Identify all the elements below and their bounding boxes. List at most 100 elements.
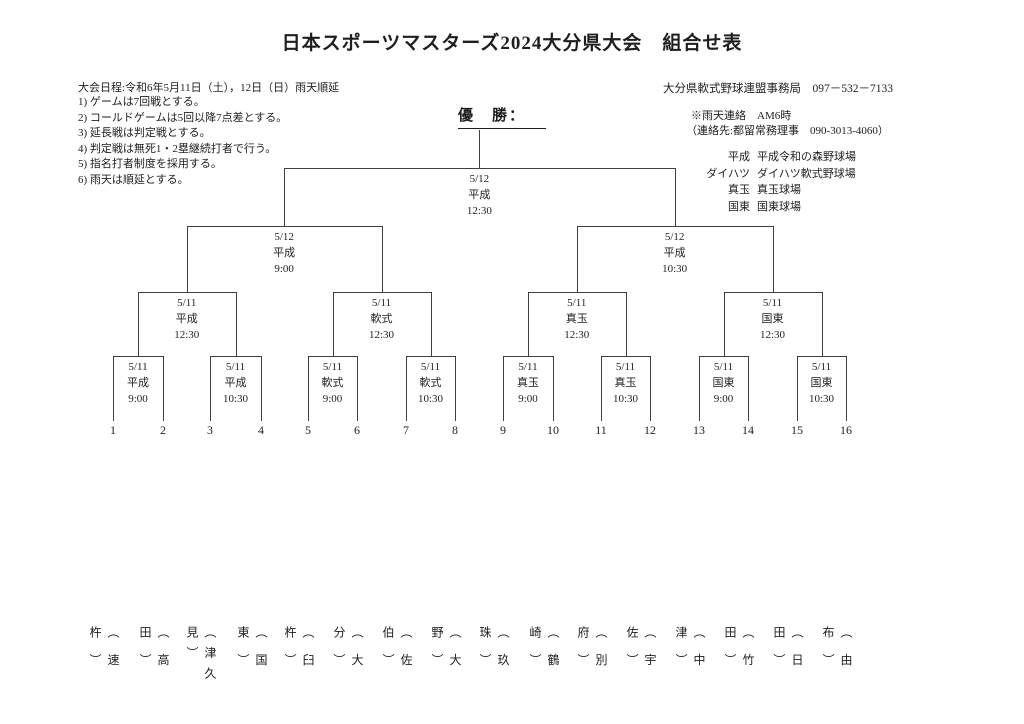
team-name-10: （鶴崎） — [528, 626, 560, 681]
round1-match-1-date: 5/11 — [128, 361, 148, 373]
team-name-7: （佐伯） — [381, 626, 413, 681]
quarterfinal-match-2-date: 5/11 — [371, 297, 392, 309]
quarterfinal-hline — [528, 292, 626, 293]
rain-contact-phone: （連絡先:都留常務理事 090-3013-4060） — [686, 125, 889, 137]
team-leg — [601, 356, 602, 421]
team-name-15: （日田） — [772, 626, 804, 681]
round1-match-5-date: 5/11 — [518, 361, 538, 373]
venue-code: 平成 — [728, 151, 750, 163]
semifinal-leg — [576, 226, 578, 292]
venue-name: ダイハツ軟式野球場 — [757, 167, 856, 180]
seed-number-12: 12 — [644, 423, 656, 437]
quarterfinal-hline — [138, 292, 236, 293]
round1-match-4-date: 5/11 — [420, 361, 441, 373]
quarterfinal-match-4-date: 5/11 — [762, 297, 783, 309]
team-leg — [308, 356, 309, 421]
venue-name: 平成令和の森野球場 — [757, 151, 856, 163]
quarterfinal-match-3-venue: 真玉 — [565, 313, 588, 325]
team-leg — [553, 356, 554, 421]
quarterfinal-hline — [723, 292, 822, 293]
team-leg — [455, 356, 456, 421]
round1-hline — [503, 356, 553, 357]
quarterfinal-match-2-time: 12:30 — [368, 329, 395, 341]
seed-number-1: 1 — [110, 423, 116, 437]
venue-row: ダイハツダイハツ軟式野球場 — [698, 166, 856, 183]
semifinal-match-1-time: 9:00 — [274, 263, 294, 275]
team-leg — [406, 356, 407, 421]
venue-code: 真玉 — [728, 184, 750, 196]
venue-code: 国東 — [728, 200, 750, 213]
seed-number-2: 2 — [160, 423, 166, 437]
semifinal-match-2-date: 5/12 — [664, 231, 685, 243]
team-name-5: （臼杵） — [283, 626, 315, 681]
team-name-8: （大野） — [430, 626, 462, 681]
final-leg — [674, 168, 676, 226]
seed-number-6: 6 — [354, 423, 360, 437]
semifinal-match-2-venue: 平成 — [663, 247, 686, 259]
seed-number-15: 15 — [791, 423, 803, 437]
semifinal-hline — [186, 226, 382, 227]
final-match-venue: 平成 — [468, 189, 491, 201]
round1-hline — [113, 356, 163, 357]
venue-name: 真玉球場 — [757, 184, 801, 196]
rule-item-5: 5) 指名打者制度を採用する。 — [78, 158, 222, 171]
round1-hline — [210, 356, 261, 357]
round1-hline — [797, 356, 846, 357]
round1-match-2-date: 5/11 — [225, 361, 246, 373]
team-name-4: （国東） — [236, 626, 268, 681]
team-name-6: （大分） — [332, 626, 364, 681]
round1-match-8-date: 5/11 — [811, 361, 832, 373]
team-name-11: （別府） — [576, 626, 608, 681]
seed-number-14: 14 — [742, 423, 754, 437]
round1-match-2-time: 10:30 — [222, 393, 249, 405]
schedule-note: 大会日程:令和6年5月11日（土），12日（日）雨天順延 — [78, 82, 340, 94]
quarterfinal-leg — [821, 292, 823, 356]
team-leg — [113, 356, 114, 421]
quarterfinal-leg — [138, 292, 139, 356]
final-match-time: 12:30 — [466, 205, 492, 217]
round1-hline — [406, 356, 455, 357]
team-leg — [210, 356, 211, 421]
seed-number-8: 8 — [452, 423, 458, 437]
seed-number-16: 16 — [840, 423, 852, 437]
round1-match-5-time: 9:00 — [518, 393, 538, 405]
rule-item-2: 2) コールドゲームは5回以降7点差とする。 — [78, 111, 288, 124]
rain-contact-note: ※雨天連絡 AM6時 — [691, 110, 792, 122]
quarterfinal-match-4-time: 12:30 — [759, 329, 786, 341]
round1-match-7-venue: 国東 — [712, 377, 735, 389]
semifinal-leg — [186, 226, 188, 292]
round1-match-7-time: 9:00 — [713, 393, 734, 405]
quarterfinal-leg — [332, 292, 334, 356]
round1-match-7-date: 5/11 — [713, 361, 734, 373]
rules-list: 1) ゲームは7回戦とする。2) コールドゲームは5回以降7点差とする。3) 延… — [78, 95, 287, 189]
seed-number-11: 11 — [595, 423, 607, 437]
team-name-12: （宇佐） — [625, 626, 657, 681]
team-leg — [163, 356, 164, 421]
round1-match-6-venue: 真玉 — [614, 377, 637, 389]
round1-match-4-venue: 軟式 — [419, 377, 442, 389]
seed-number-4: 4 — [258, 423, 264, 437]
quarterfinal-hline — [332, 292, 431, 293]
quarterfinal-leg — [235, 292, 237, 356]
quarterfinal-leg — [430, 292, 432, 356]
team-leg — [846, 356, 847, 421]
round1-match-3-date: 5/11 — [322, 361, 343, 373]
team-leg — [797, 356, 798, 421]
team-leg — [503, 356, 504, 421]
league-office-contact: 大分県軟式野球連盟事務局 097－532－7133 — [663, 83, 893, 95]
quarterfinal-match-1-time: 12:30 — [174, 329, 200, 341]
team-name-3: （津久見） — [185, 626, 217, 688]
round1-match-7: 5/11 国東 9:00 — [692, 359, 756, 407]
